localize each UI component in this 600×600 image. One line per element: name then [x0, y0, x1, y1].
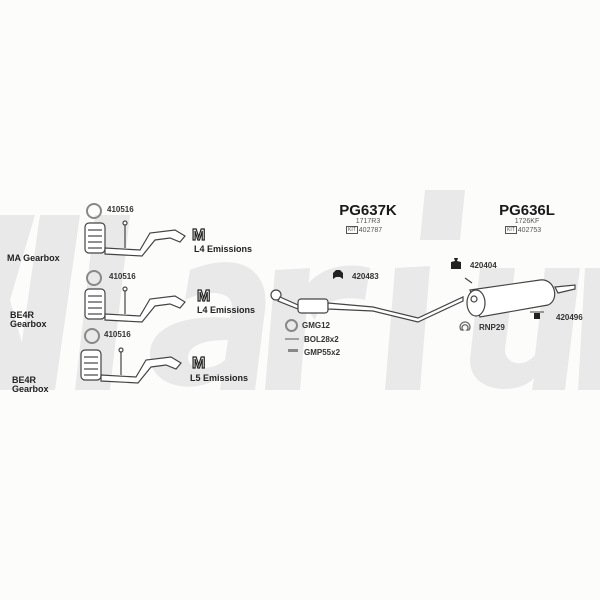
clamp-part-number[interactable]: GMP55x2 — [304, 348, 341, 357]
mount-part-number[interactable]: 420496 — [556, 313, 583, 322]
bolt-icon — [285, 338, 299, 340]
clamp-part-number[interactable]: RNP29 — [479, 323, 505, 332]
kit-badge-icon: KIT — [346, 226, 358, 234]
exhaust-clamp-icon — [459, 321, 471, 331]
ms-logo-icon: M — [196, 287, 211, 305]
kit-sub-code: 1717R3 — [355, 218, 381, 225]
intermediate-pipe-icon[interactable] — [268, 285, 468, 325]
mount-part-number[interactable]: 420404 — [470, 261, 497, 270]
rubber-mount-icon — [333, 270, 343, 279]
gearbox-label: Gearbox — [12, 384, 49, 394]
emissions-label: L4 Emissions — [194, 244, 253, 254]
emissions-label: L5 Emissions — [190, 373, 249, 383]
gasket-part-number[interactable]: 410516 — [107, 205, 134, 214]
kit-code[interactable]: PG636L — [499, 202, 555, 219]
catalytic-converter-front-pipe-icon[interactable] — [80, 284, 195, 334]
mount-part-number[interactable]: 420483 — [352, 272, 379, 281]
rubber-mount-icon — [451, 258, 461, 269]
kit-code[interactable]: PG637K — [339, 202, 397, 219]
gasket-ring-icon — [285, 319, 298, 332]
gasket-ring-icon — [84, 328, 100, 344]
kit-sub-code: 1726KF — [514, 218, 540, 225]
gearbox-label: BE4R — [10, 310, 35, 320]
catalytic-converter-front-pipe-icon[interactable] — [80, 218, 195, 268]
ms-logo-icon: M — [191, 226, 206, 244]
kit-badge-icon: KIT — [505, 226, 517, 234]
gasket-part-number[interactable]: 410516 — [104, 330, 131, 339]
gearbox-label: BE4R — [12, 375, 37, 385]
gearbox-label: MA Gearbox — [7, 253, 60, 263]
gasket-ring-icon — [86, 203, 102, 219]
gasket-ring-icon — [86, 270, 102, 286]
gasket-part-number[interactable]: GMG12 — [302, 321, 331, 330]
gearbox-label: Gearbox — [10, 319, 47, 329]
ms-logo-icon: M — [191, 354, 206, 372]
rear-silencer-icon[interactable] — [460, 275, 580, 320]
rubber-mount-icon — [530, 311, 544, 319]
bolt-part-number[interactable]: BOL28x2 — [304, 335, 339, 344]
gasket-part-number[interactable]: 410516 — [109, 272, 136, 281]
clamp-icon — [288, 349, 298, 352]
catalytic-converter-front-pipe-icon[interactable] — [76, 345, 191, 395]
emissions-label: L4 Emissions — [197, 305, 256, 315]
